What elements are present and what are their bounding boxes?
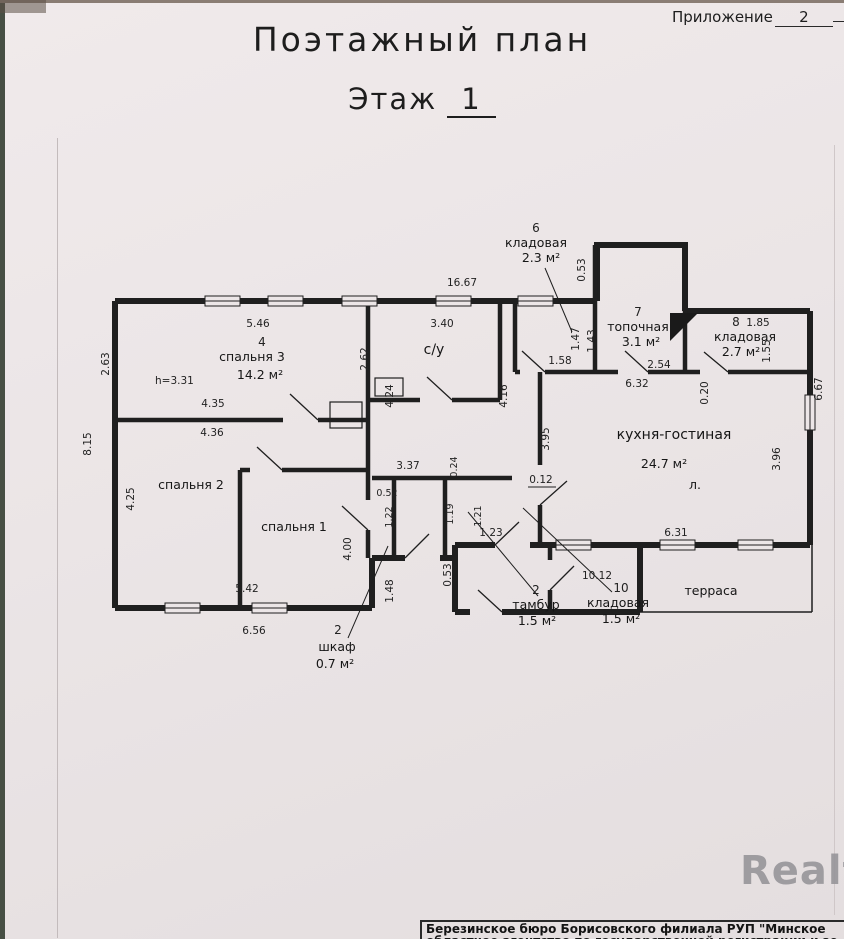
room-storage10-area: 1.5 м² [602,611,640,626]
dim-closet-d: 1.22 [384,506,395,527]
dim-bath-left: 4.24 [384,384,396,408]
room-storage8-name: кладовая [714,329,776,344]
room-closet-area: 0.7 м² [316,656,354,671]
dim-bed2-bottom-inner: 5.42 [235,583,258,595]
room-closet-number: 2 [334,623,342,637]
room-bathroom-name: с/у [424,342,445,358]
flue-triangle [670,313,698,341]
fixture [374,377,404,397]
room-boiler-number: 7 [634,305,642,319]
room-boiler-area: 3.1 м² [622,334,660,349]
dim-kitchen-right: 3.96 [771,447,783,471]
room-storage6-area: 2.3 м² [522,250,560,265]
outer-walls [112,242,813,615]
dim-storage6-h2: 1.43 [586,329,598,352]
floor-label: Этаж [348,82,438,116]
room-kitchen-note: л. [689,477,701,492]
dim-wall-thickness: 0.20 [699,381,711,404]
paper-fold-line-right [834,145,835,915]
dim-kitchen-bottom: 6.31 [664,527,687,539]
dim-closet-h: 1.48 [384,579,396,602]
dim-bed2-left: 4.25 [125,487,137,510]
dim-bed2-bottom: 6.56 [242,625,266,637]
dim-bath-right: 4.16 [498,384,510,408]
floor-number: 1 [447,82,496,118]
photo-edge-left [0,0,5,939]
appendix-number: 2 [774,8,833,27]
dim-kitchen-left: 3.95 [540,427,552,450]
dim-hall-d: 1.23 [479,527,502,539]
dim-hall-top: 3.37 [396,460,419,472]
registry-stamp-line1: Березинское бюро Борисовского филиала РУ… [426,922,826,936]
page-title: Поэтажный план [252,20,592,59]
dim-hall-wall: 0.24 [449,456,460,477]
door-leaves [256,350,729,613]
room-bedroom3-area: 14.2 м² [237,367,283,382]
dim-bed3-right: 2.62 [359,347,371,370]
fixture [329,401,363,429]
room-kitchen-name: кухня-гостиная [617,427,732,443]
dim-mid-step: 0.53 [442,563,454,586]
room-tambour-area: 1.5 м² [518,613,556,628]
room-storage10-name: кладовая [587,595,649,610]
dim-hall-c: 0.12 [529,474,552,486]
leader-lines [347,267,613,639]
dim-chimney-offset: 0.53 [576,258,588,281]
dim-closet-w: 0.52 [376,488,397,499]
fixtures [329,377,404,429]
dim-storage8-h: 1.55 [761,339,773,362]
window-center-lines [165,300,811,609]
room-kitchen-area: 24.7 м² [641,456,687,471]
room-bedroom1-name: спальня 1 [261,519,327,534]
dim-boiler-w: 2.54 [647,359,671,371]
room-storage6-name: кладовая [505,235,567,250]
appendix-label: Приложение [672,8,773,26]
room-bedroom3-name: спальня 3 [219,349,285,364]
room-storage8-area: 2.7 м² [722,344,760,359]
room-storage8-number: 8 [732,315,740,329]
registry-stamp-line2: областное агентство по государственной р… [426,935,844,939]
dim-kitchen-top: 6.32 [625,378,648,390]
room-terrace-name: терраса [684,583,737,598]
floor-line: Этаж 1 [0,82,844,118]
room-closet-name: шкаф [318,639,355,654]
dim-right-side: 6.67 [813,377,825,400]
dim-storage6-w: 1.58 [548,355,571,367]
room-tambour-name: тамбур [512,597,559,612]
photo-edge-top [0,0,844,3]
room-bedroom3-height: h=3.31 [155,375,194,387]
room-bedroom2-name: спальня 2 [158,477,224,492]
room-boiler-name: топочная [607,319,669,334]
dim-left-side: 8.15 [82,432,94,455]
dim-porch-bottom: 10.12 [582,570,612,582]
dim-bed3-w2: 4.36 [200,427,224,439]
dim-hall-b: 1.21 [473,505,484,526]
appendix-underline [832,21,844,22]
dim-bed1-right: 4.00 [342,537,354,560]
room-bedroom3-number: 4 [258,335,266,349]
dim-storage8-w: 1.85 [746,317,769,329]
registry-stamp: Березинское бюро Борисовского филиала РУ… [420,920,844,939]
dim-bed3-w1: 4.35 [201,398,224,410]
dim-bed3-top: 5.46 [246,318,270,330]
room-storage10-number: 10 [613,581,628,595]
interior-walls [115,245,810,612]
dim-bath-top: 3.40 [430,318,453,330]
dim-total-width: 16.67 [447,277,477,289]
photo-smudge [0,0,46,13]
dim-hall-a: 1.19 [445,503,456,524]
room-tambour-number: 2 [532,583,540,597]
dim-storage6-h1: 1.47 [570,327,582,350]
paper-fold-line-left [57,138,58,938]
realt-watermark: Realt [740,848,844,894]
dim-left-upper: 2.63 [100,352,112,375]
terrace-outline [640,545,813,613]
room-storage6-number: 6 [532,221,540,235]
